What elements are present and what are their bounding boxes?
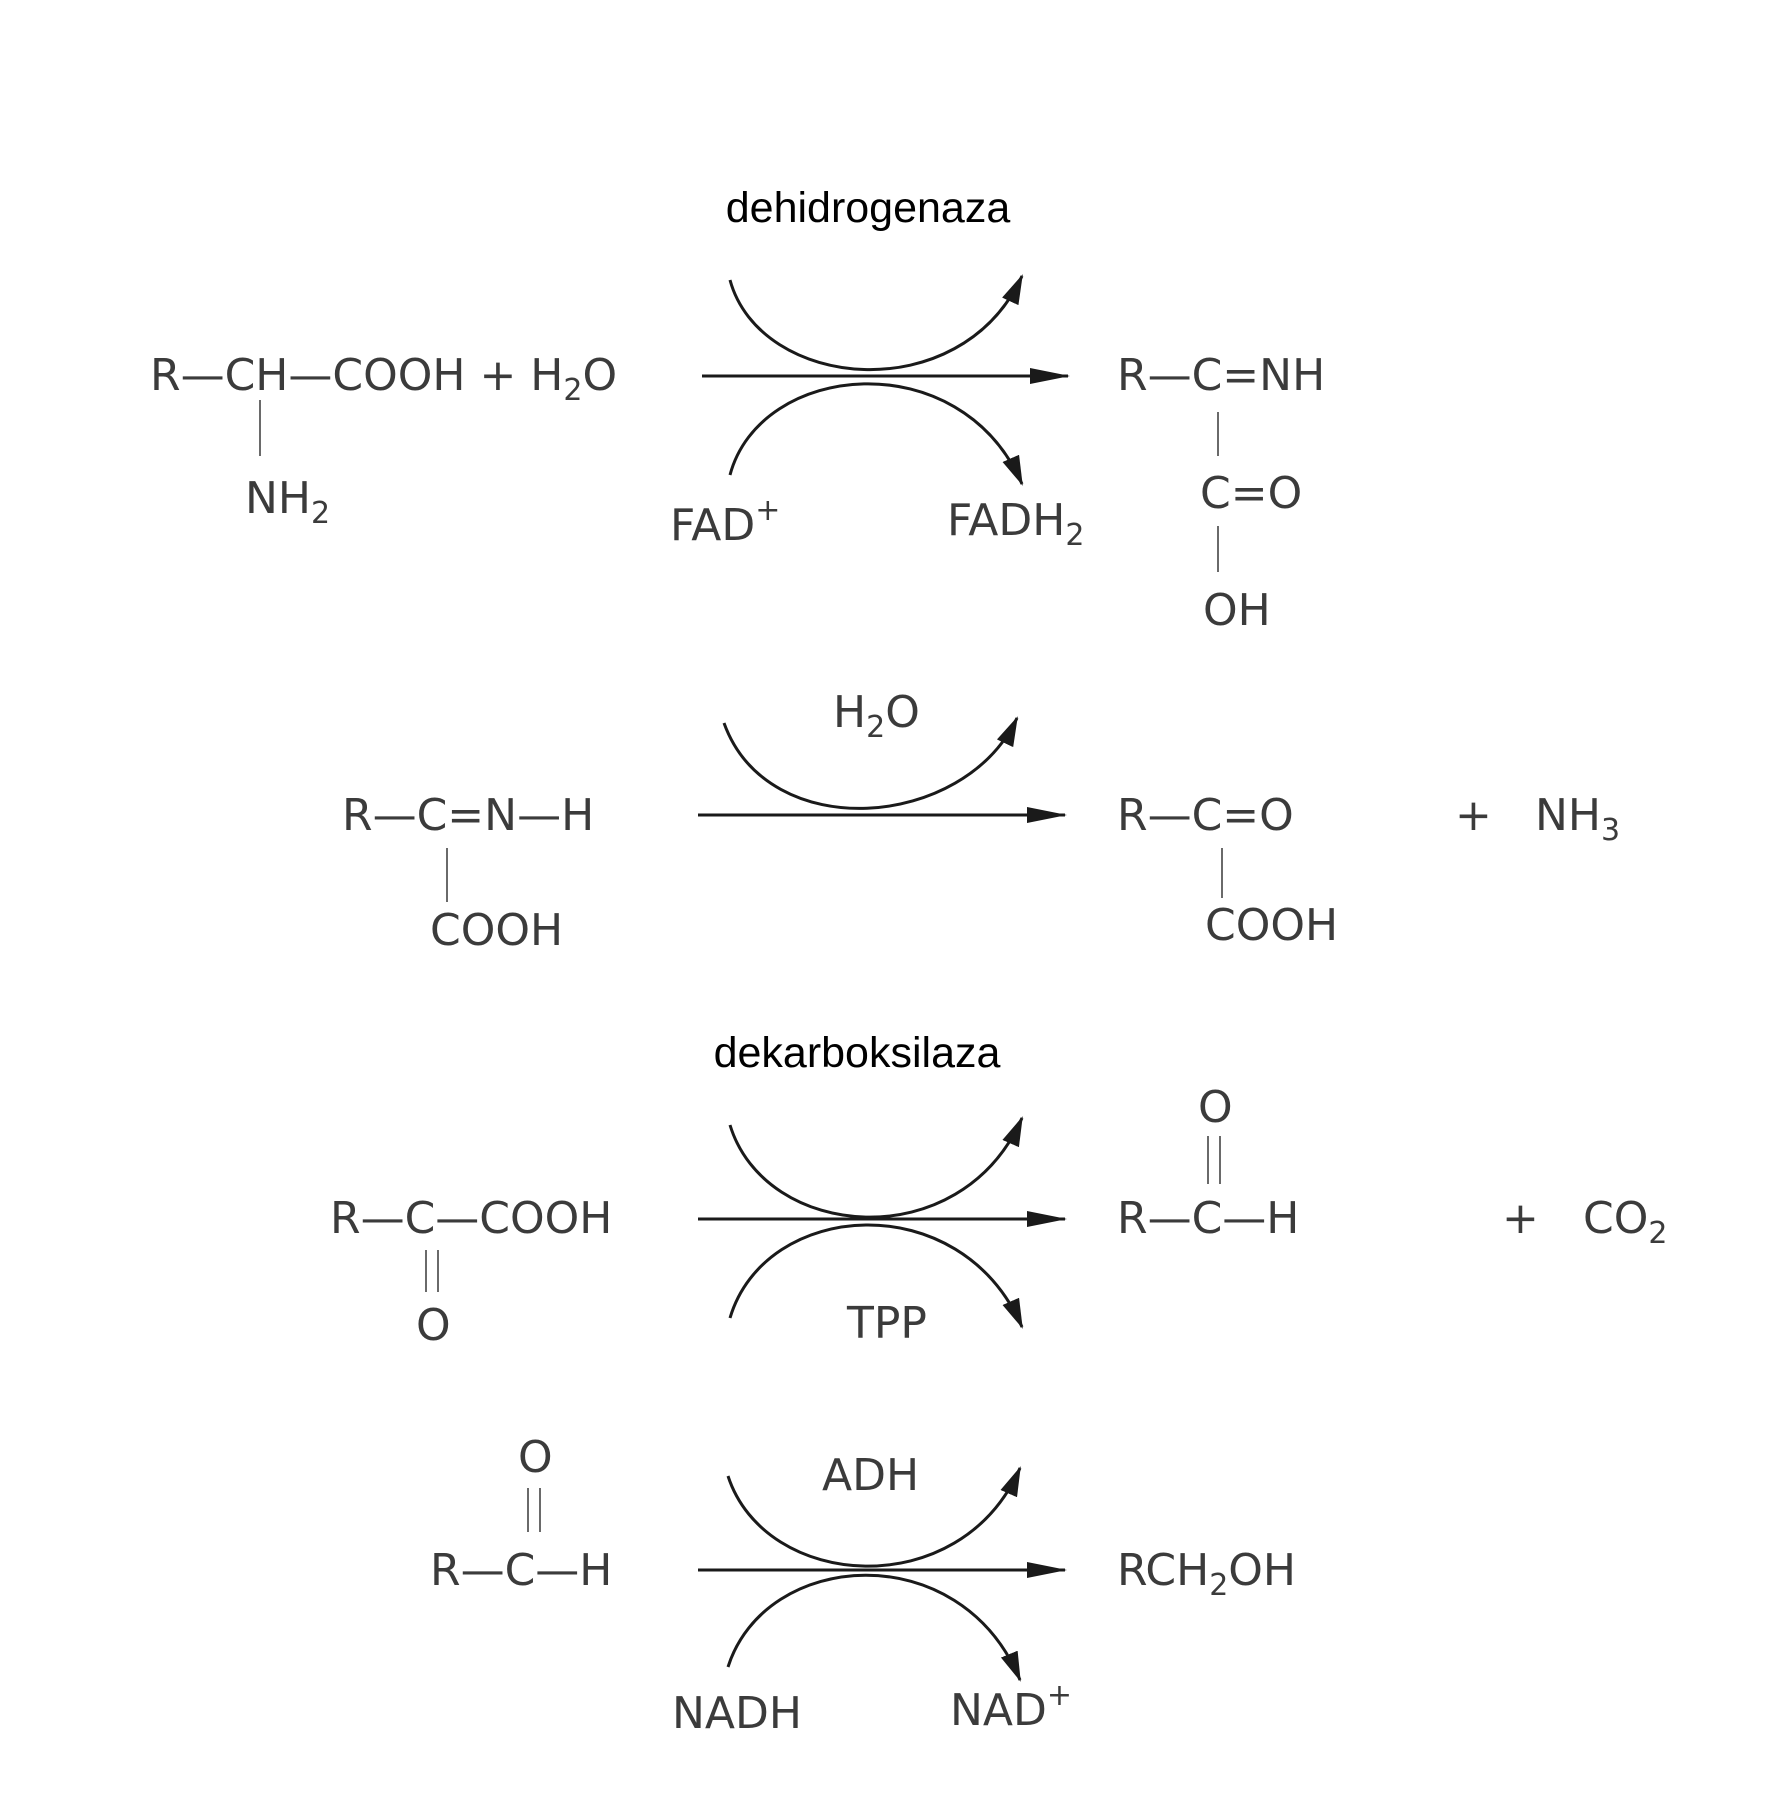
cofactor-fadh2: FADH2	[947, 495, 1084, 553]
enzyme-adh: ADH	[822, 1450, 919, 1501]
product-2-carboxyl: COOH	[1205, 900, 1338, 951]
cofactor-fad: FAD+	[670, 493, 780, 551]
reactant-4-oxygen: O	[518, 1432, 553, 1483]
reactant-3-oxygen: O	[416, 1300, 451, 1351]
product-3-oxygen: O	[1198, 1082, 1233, 1133]
plus-sign-2: +	[1455, 790, 1492, 841]
product-3: R—C—H	[1117, 1193, 1299, 1244]
reaction-2: H2O R—C=N—H COOH R—C=O COOH + NH3	[342, 687, 1620, 956]
product-1-top: R—C=NH	[1117, 350, 1325, 401]
reactant-2-carboxyl: COOH	[430, 905, 563, 956]
cofactor-tpp: TPP	[846, 1298, 927, 1349]
cofactor-nadh: NADH	[672, 1688, 802, 1739]
product-1-bottom: OH	[1203, 585, 1271, 636]
reaction-4-curve-top	[726, 1466, 1022, 1568]
reactant-3: R—C—COOH	[330, 1193, 612, 1244]
reaction-4-curve-bottom	[726, 1573, 1022, 1682]
reactant-1-amino-group: NH2	[245, 473, 330, 531]
product-4: RCH2OH	[1117, 1545, 1296, 1603]
cofactor-nad: NAD+	[950, 1678, 1072, 1736]
enzyme-dekarboksilaza: dekarboksilaza	[714, 1029, 1001, 1077]
reactant-2: R—C=N—H	[342, 790, 594, 841]
reaction-2-curve	[722, 716, 1019, 810]
product-1-middle: C=O	[1200, 468, 1302, 519]
reaction-4: ADH O R—C—H NADH NAD+ RCH2OH	[430, 1432, 1296, 1739]
reaction-1: dehidrogenaza R—CH—COOH + H2O NH2 FAD+ F…	[150, 184, 1325, 636]
product-2: R—C=O	[1117, 790, 1294, 841]
reaction-3-curve-top	[728, 1116, 1024, 1219]
reagent-water: H2O	[833, 687, 920, 745]
reaction-1-curve-bottom	[728, 382, 1024, 486]
coproduct-co2: CO2	[1583, 1193, 1667, 1251]
reaction-3: dekarboksilaza R—C—COOH O TPP O R—C—H + …	[330, 1029, 1667, 1351]
reactant-4: R—C—H	[430, 1545, 612, 1596]
coproduct-nh3: NH3	[1535, 790, 1620, 848]
reaction-1-curve-top	[728, 274, 1024, 371]
reactant-1: R—CH—COOH + H2O	[150, 350, 617, 408]
enzyme-dehidrogenaza: dehidrogenaza	[726, 184, 1011, 232]
reaction-3-curve-bottom	[728, 1223, 1024, 1329]
plus-sign-3: +	[1502, 1193, 1539, 1244]
